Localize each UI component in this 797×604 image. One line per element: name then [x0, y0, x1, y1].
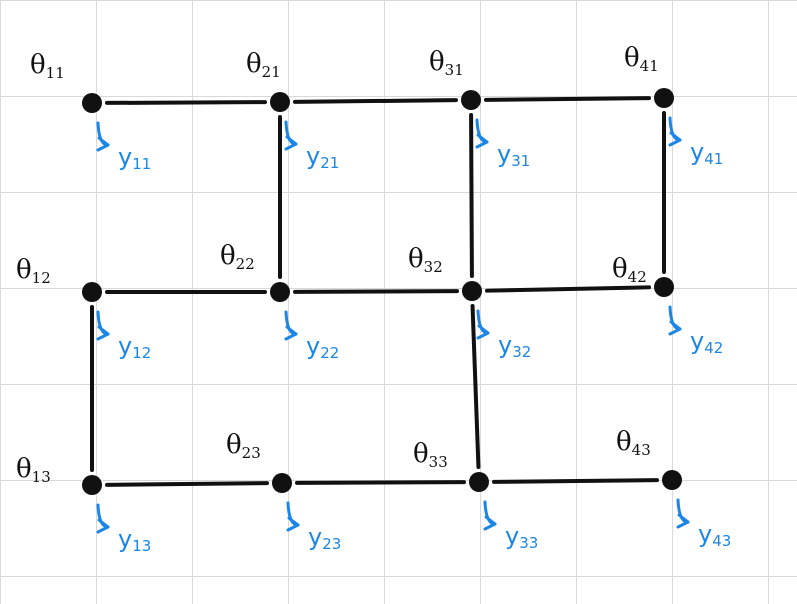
theta-subscript: 11 [46, 64, 65, 82]
theta-label-n22: θ22 [220, 241, 255, 273]
arrow-head-icon [668, 131, 682, 147]
arrow-head-icon [676, 513, 690, 529]
y-label-n21: y21 [306, 142, 339, 172]
y-label-n33: y33 [505, 522, 538, 552]
theta-subscript: 33 [429, 453, 448, 471]
edge-n32-n42 [484, 285, 652, 293]
y-subscript: 22 [320, 344, 339, 362]
node-n31 [461, 90, 481, 110]
y-label-n11: y11 [118, 143, 151, 173]
arrow-head-icon [286, 516, 300, 532]
theta-subscript: 43 [632, 441, 651, 459]
y-subscript: 21 [320, 154, 339, 172]
y-label-n23: y23 [308, 523, 341, 553]
theta-label-n13: θ13 [16, 454, 51, 486]
y-label-n31: y31 [497, 140, 530, 170]
observation-arrows-group [96, 116, 690, 534]
theta-label-n41: θ41 [624, 43, 659, 75]
y-subscript: 23 [322, 535, 341, 553]
edge-n31-n32 [469, 112, 474, 279]
edge-n13-n23 [104, 481, 270, 487]
y-label-n41: y41 [690, 138, 723, 168]
theta-label-n43: θ43 [616, 427, 651, 459]
theta-label-n11: θ11 [30, 50, 65, 82]
y-label-n43: y43 [698, 520, 731, 550]
theta-subscript: 32 [424, 258, 443, 276]
theta-subscript: 22 [236, 255, 255, 273]
node-n42 [654, 277, 674, 297]
y-label-n22: y22 [306, 332, 339, 362]
y-subscript: 43 [712, 532, 731, 550]
theta-subscript: 41 [640, 57, 659, 75]
theta-subscript: 42 [628, 268, 647, 286]
node-n41 [654, 88, 674, 108]
theta-subscript: 21 [262, 63, 281, 81]
arrow-head-icon [284, 135, 298, 151]
node-n32 [462, 281, 482, 301]
y-label-n13: y13 [118, 525, 151, 555]
theta-subscript: 31 [445, 61, 464, 79]
y-subscript: 42 [704, 339, 723, 357]
y-label-n12: y12 [118, 332, 151, 362]
y-subscript: 31 [511, 152, 530, 170]
arrow-head-icon [668, 320, 682, 336]
node-n33 [469, 472, 489, 492]
arrow-head-icon [96, 325, 110, 341]
arrow-head-icon [483, 515, 497, 531]
node-n43 [662, 470, 682, 490]
edge-n31-n41 [483, 96, 652, 102]
node-n22 [270, 282, 290, 302]
theta-label-n23: θ23 [226, 430, 261, 462]
labels-group: θ11 y11 θ21 y21 θ31 y31 θ41 y41 θ12 y12 θ22 y22 θ32 y… [16, 43, 731, 555]
theta-label-n33: θ33 [413, 439, 448, 471]
edge-n21-n31 [292, 98, 459, 104]
theta-label-n12: θ12 [16, 255, 51, 287]
theta-label-n42: θ42 [612, 254, 647, 286]
node-n11 [82, 93, 102, 113]
theta-label-n21: θ21 [246, 49, 281, 81]
edge-n22-n32 [292, 289, 460, 294]
edge-n32-n33 [470, 303, 481, 470]
arrow-head-icon [475, 133, 489, 149]
node-n21 [270, 92, 290, 112]
theta-label-n31: θ31 [429, 47, 464, 79]
arrow-head-icon [96, 136, 110, 152]
edges-group [90, 96, 666, 487]
y-label-n32: y32 [498, 331, 531, 361]
theta-subscript: 12 [32, 269, 51, 287]
arrow-head-icon [476, 324, 490, 340]
y-subscript: 32 [512, 343, 531, 361]
theta-subscript: 23 [242, 444, 261, 462]
y-subscript: 11 [132, 155, 151, 173]
edge-n23-n33 [294, 480, 467, 485]
theta-label-n32: θ32 [408, 244, 443, 276]
y-subscript: 41 [704, 150, 723, 168]
edge-n11-n21 [104, 100, 268, 105]
y-label-n42: y42 [690, 327, 723, 357]
arrow-head-icon [96, 518, 110, 534]
arrow-head-icon [284, 325, 298, 341]
theta-subscript: 13 [32, 468, 51, 486]
nodes-group [82, 88, 682, 495]
y-subscript: 33 [519, 534, 538, 552]
y-subscript: 12 [132, 344, 151, 362]
y-subscript: 13 [132, 537, 151, 555]
edge-n33-n43 [491, 478, 660, 484]
node-n23 [272, 473, 292, 493]
node-n12 [82, 282, 102, 302]
node-n13 [82, 475, 102, 495]
